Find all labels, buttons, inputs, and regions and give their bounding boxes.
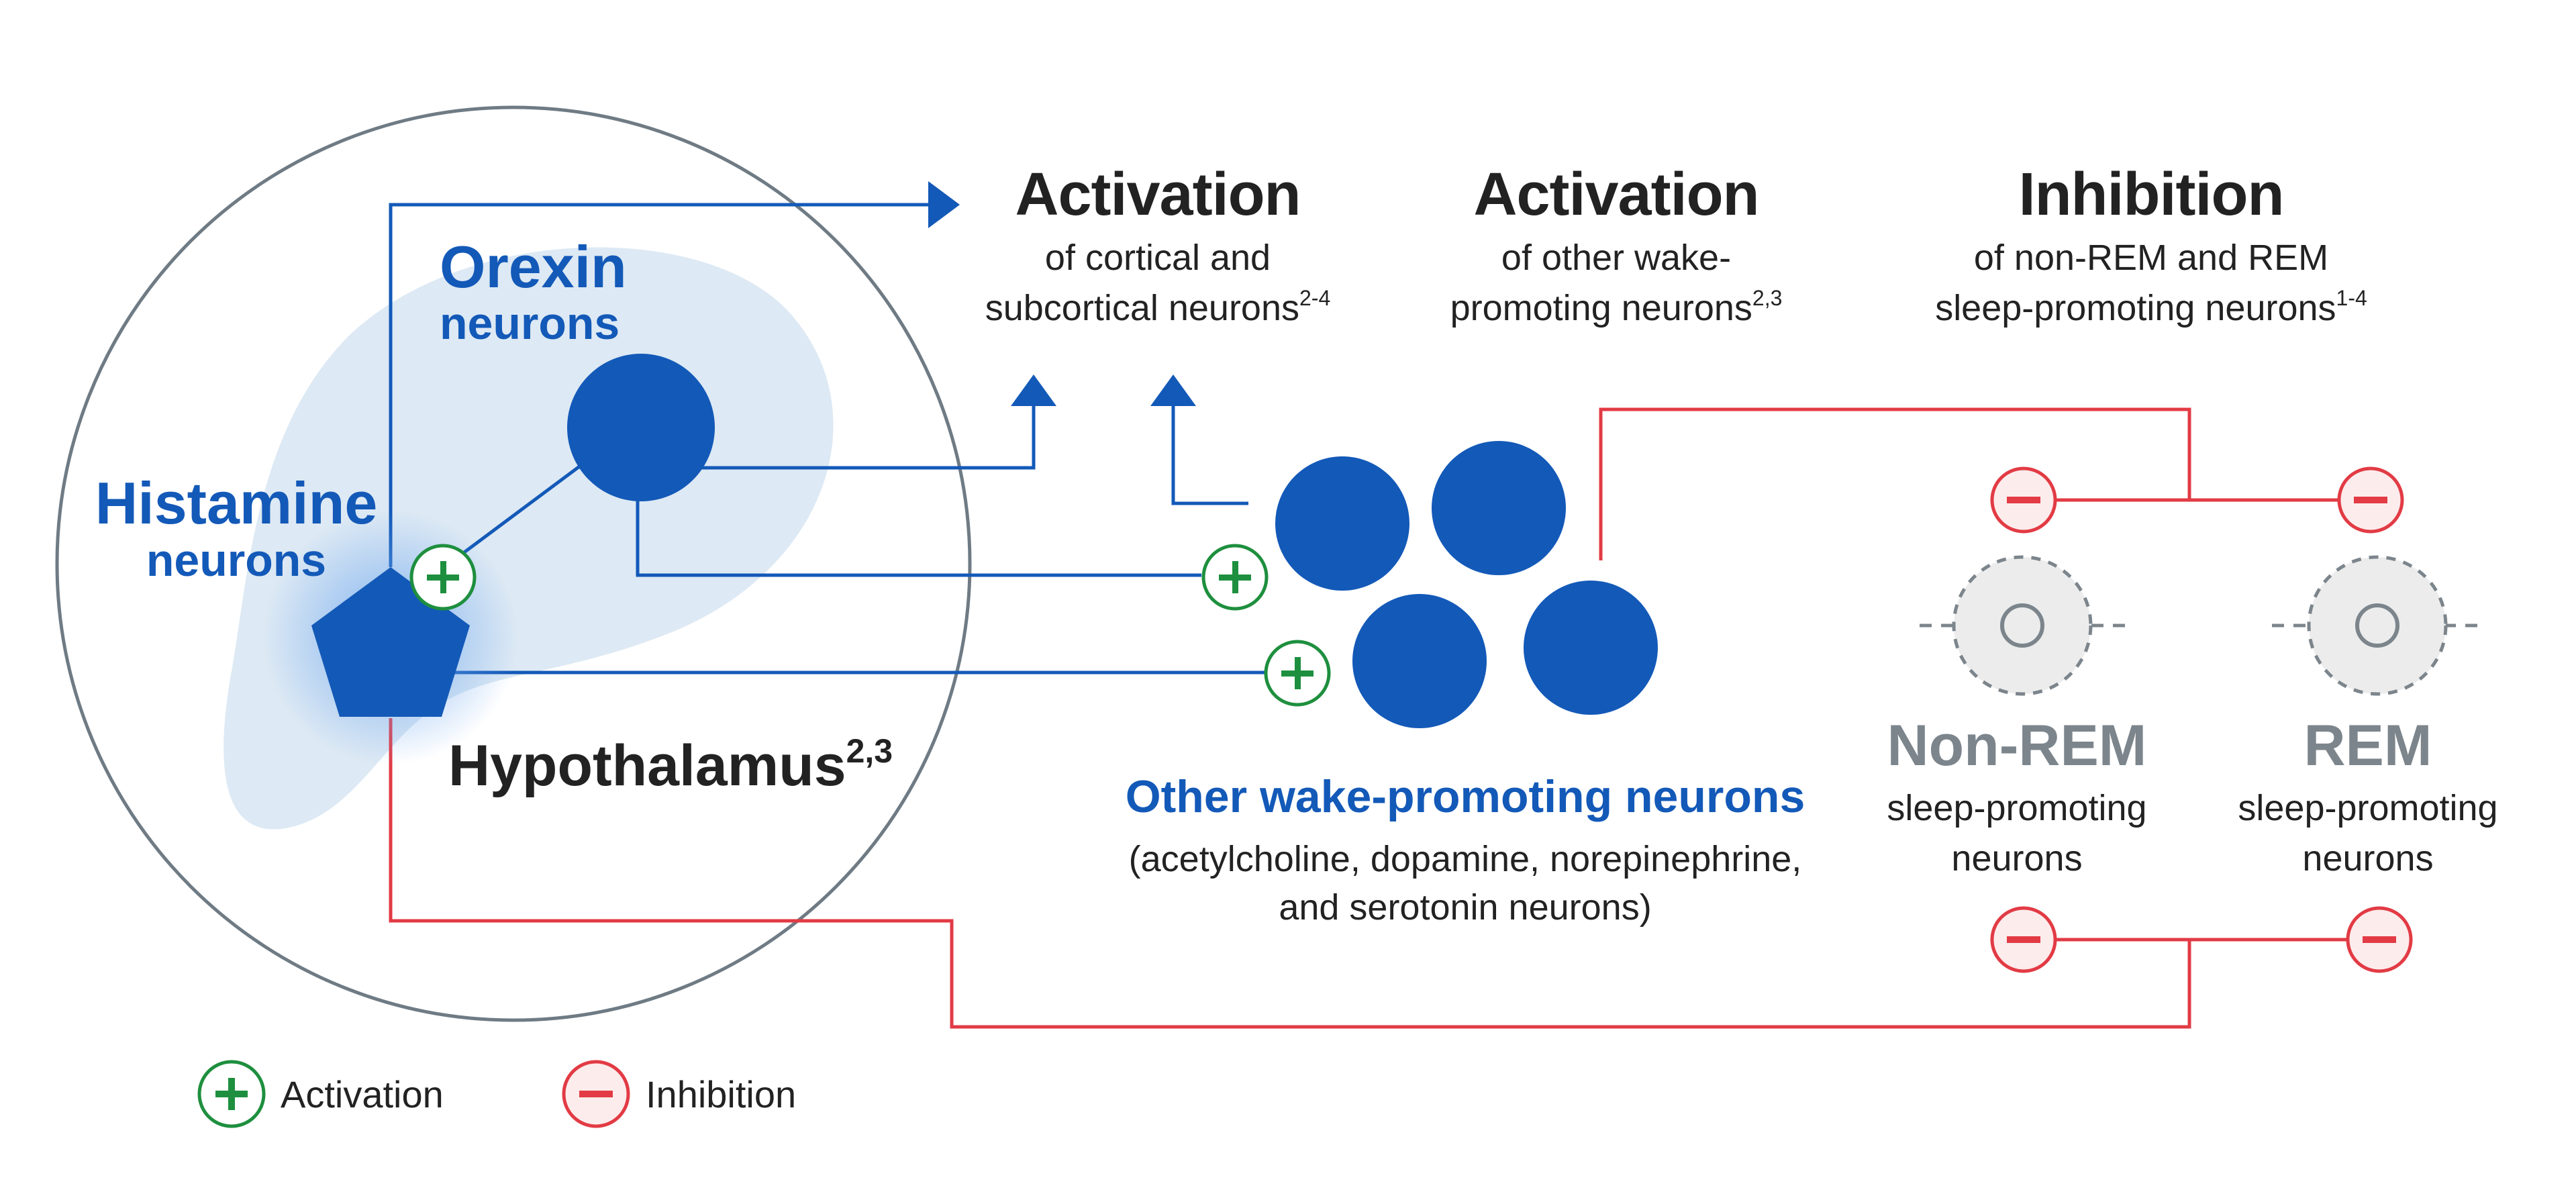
wake-neuron xyxy=(1352,594,1487,728)
reference: 2-4 xyxy=(1299,286,1330,310)
line-histamine-to-sleep xyxy=(389,718,2191,1029)
arrow-up-icon xyxy=(1150,375,1196,406)
rem-neuron xyxy=(2272,555,2483,696)
heading-line: of other wake- xyxy=(1501,238,1731,278)
heading-wake: Activation of other wake- promoting neur… xyxy=(1450,161,1783,328)
plus-icon xyxy=(1264,640,1331,707)
wake-neuron-cluster xyxy=(1275,441,1658,728)
legend: Activation Inhibition xyxy=(197,1060,796,1128)
plus-icon xyxy=(1201,544,1269,611)
rem-line: sleep-promoting xyxy=(2238,788,2497,828)
heading-cortical: Activation of cortical and subcortical n… xyxy=(985,161,1331,328)
hypothalamus-label: Hypothalamus2,3 xyxy=(448,732,893,798)
line-wake-to-sleep xyxy=(1599,407,2191,560)
activation-lines xyxy=(389,203,1267,675)
heading-line: of cortical and xyxy=(1045,238,1271,278)
orexin-sublabel: neurons xyxy=(440,298,620,349)
other-wake-line: and serotonin neurons) xyxy=(1279,887,1651,928)
heading-line: promoting neurons2,3 xyxy=(1450,286,1783,328)
legend-plus-icon xyxy=(197,1060,266,1128)
heading-line-text: promoting neurons xyxy=(1450,288,1752,328)
arrow-right-icon xyxy=(928,181,960,228)
rem-label: REM xyxy=(2303,713,2432,778)
wake-neuron xyxy=(1432,441,1566,575)
minus-icon xyxy=(2337,466,2404,534)
hypothalamus-text: Hypothalamus xyxy=(448,734,846,798)
heading-title: Inhibition xyxy=(2019,161,2284,228)
nonrem-line: neurons xyxy=(1951,838,2082,879)
arrow-up-icon xyxy=(1011,375,1056,406)
legend-inhibition-label: Inhibition xyxy=(646,1073,796,1115)
heading-line-text: sleep-promoting neurons xyxy=(1935,288,2336,328)
heading-title: Activation xyxy=(1473,161,1758,228)
other-wake-line: (acetylcholine, dopamine, norepinephrine… xyxy=(1129,839,1802,879)
legend-activation-label: Activation xyxy=(281,1073,444,1115)
legend-minus-icon xyxy=(562,1060,630,1128)
histamine-label: Histamine xyxy=(95,470,378,536)
inhibition-lines xyxy=(389,407,2363,1029)
heading-line: sleep-promoting neurons1-4 xyxy=(1935,286,2367,328)
minus-icon xyxy=(2346,906,2413,973)
reference: 1-4 xyxy=(2336,286,2367,310)
line-orexin-to-cortical xyxy=(701,401,1036,470)
heading-line: subcortical neurons2-4 xyxy=(985,286,1331,328)
minus-icon xyxy=(1990,906,2057,973)
line-wake-to-cortical xyxy=(1171,401,1248,505)
wake-neuron xyxy=(1524,581,1658,715)
line-orexin-to-wake xyxy=(636,498,1201,577)
orexin-label: Orexin xyxy=(440,234,627,300)
nonrem-line: sleep-promoting xyxy=(1887,788,2146,828)
heading-title: Activation xyxy=(1015,161,1300,228)
heading-line: of non-REM and REM xyxy=(1974,238,2328,278)
minus-icon xyxy=(1990,466,2057,534)
orexin-neuron xyxy=(567,354,715,501)
reference: 2,3 xyxy=(1752,286,1782,310)
reference: 2,3 xyxy=(846,732,893,770)
nonrem-label: Non-REM xyxy=(1887,713,2147,778)
heading-inhibition: Inhibition of non-REM and REM sleep-prom… xyxy=(1935,161,2367,328)
histamine-sublabel: neurons xyxy=(146,535,326,586)
rem-line: neurons xyxy=(2302,838,2433,879)
wake-neuron xyxy=(1275,456,1409,591)
nonrem-neuron xyxy=(1920,555,2126,696)
other-wake-label: Other wake-promoting neurons xyxy=(1126,771,1805,822)
line-histamine-to-cortical xyxy=(389,203,930,567)
plus-icon xyxy=(409,544,477,611)
heading-line-text: subcortical neurons xyxy=(985,288,1299,328)
